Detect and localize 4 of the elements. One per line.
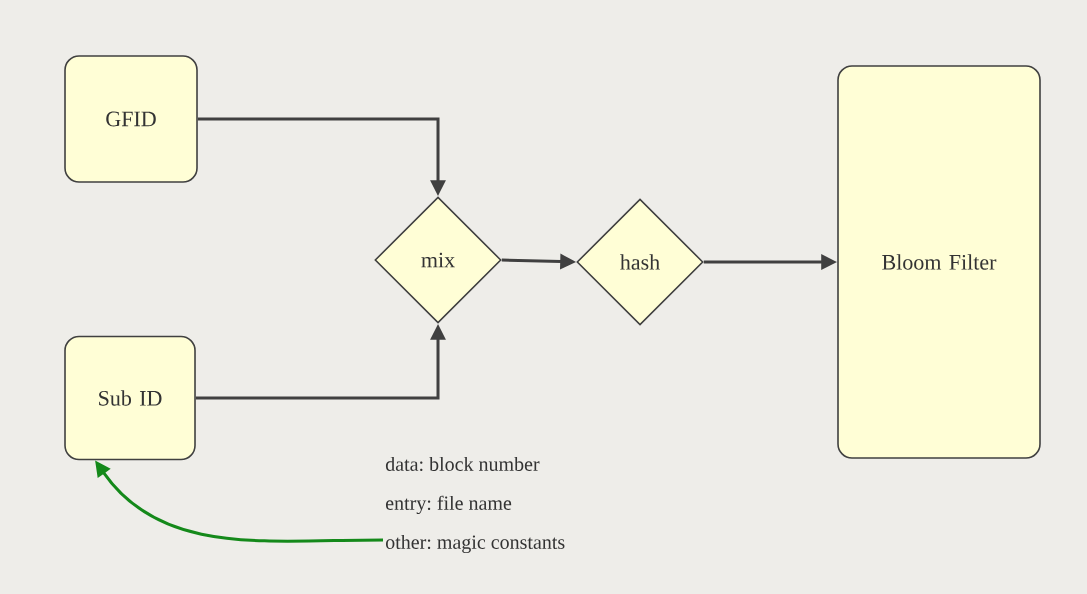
process-box: GFID [64, 55, 198, 183]
process-box: Bloom Filter [837, 65, 1041, 459]
process-box: Sub ID [64, 335, 196, 461]
note-text: data: block number entry: file name other: magic constants [385, 456, 565, 554]
